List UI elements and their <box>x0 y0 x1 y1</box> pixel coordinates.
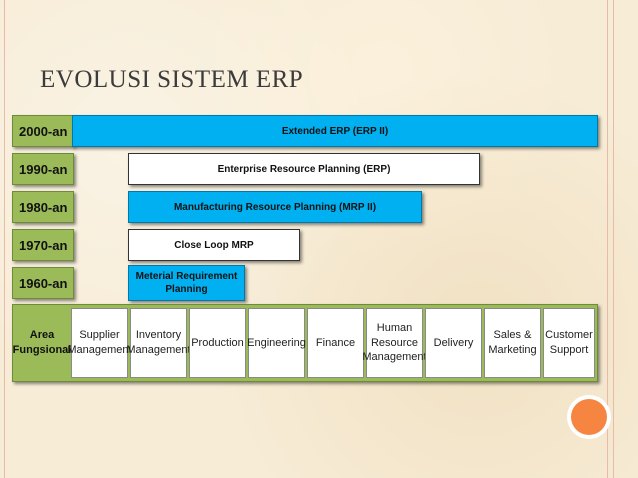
functional-area-row: Area Fungsional Supplier Management Inve… <box>12 304 598 382</box>
orange-circle-decoration <box>571 399 607 435</box>
era-label-1970s: 1970-an <box>12 229 74 261</box>
function-engineering: Engineering <box>247 308 306 378</box>
function-delivery: Delivery <box>425 308 482 378</box>
functional-area-label: Area Fungsional <box>12 329 72 356</box>
decorative-edge-line-right <box>607 0 608 478</box>
bar-extended-erp: Extended ERP (ERP II) <box>72 115 598 147</box>
function-supplier-management: Supplier Management <box>67 308 132 378</box>
function-customer-support: Customer Support <box>543 308 595 378</box>
function-finance: Finance <box>307 308 364 378</box>
function-human-resource-management: Human Resource Management <box>362 308 427 378</box>
function-production: Production <box>189 308 246 378</box>
bar-mrp: Meterial Requirement Planning <box>128 265 245 301</box>
era-label-1960s: 1960-an <box>12 267 74 299</box>
bar-close-loop-mrp: Close Loop MRP <box>128 229 300 261</box>
decorative-edge-line-left <box>4 0 5 478</box>
slide-title: EVOLUSI SISTEM ERP <box>40 66 304 93</box>
era-label-1990s: 1990-an <box>12 153 74 185</box>
erp-evolution-diagram: 2000-an 1990-an 1980-an 1970-an 1960-an … <box>8 110 604 388</box>
bar-erp: Enterprise Resource Planning (ERP) <box>128 153 480 185</box>
era-label-2000s: 2000-an <box>12 115 74 147</box>
era-label-1980s: 1980-an <box>12 191 74 223</box>
function-sales-marketing: Sales & Marketing <box>484 308 541 378</box>
decorative-edge-line-right-outer <box>613 0 614 478</box>
bar-mrp-ii: Manufacturing Resource Planning (MRP II) <box>128 191 422 223</box>
function-inventory-management: Inventory Management <box>126 308 191 378</box>
